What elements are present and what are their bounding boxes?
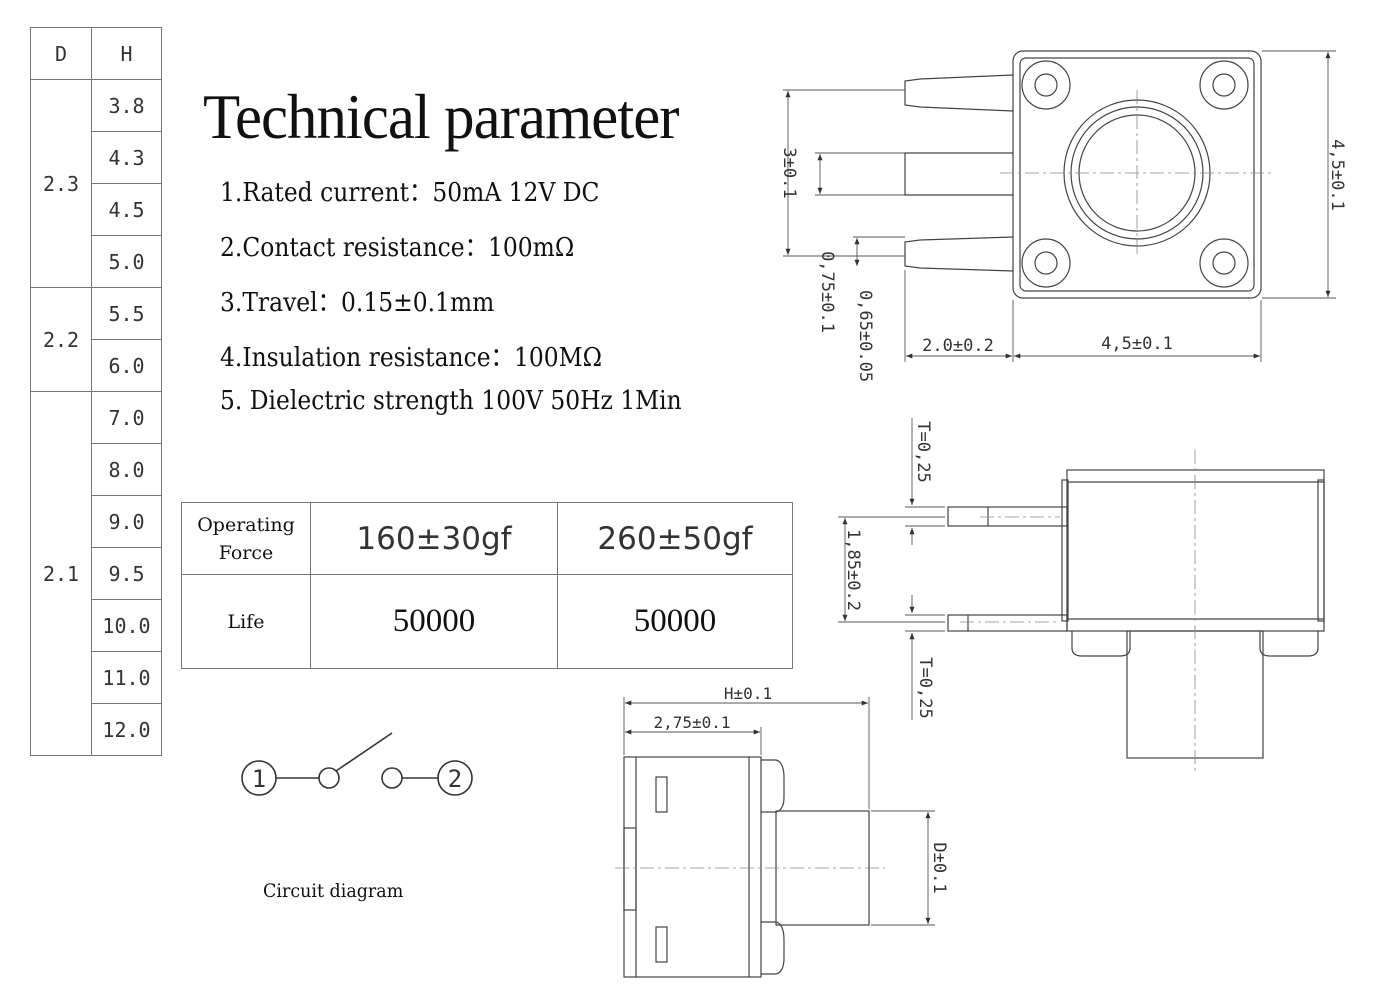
h-value: 11.0 — [91, 651, 162, 704]
terminal-2-circle — [437, 760, 473, 796]
h-value: 4.5 — [91, 183, 162, 236]
h-value: 12.0 — [91, 703, 162, 756]
h-value: 7.0 — [91, 391, 162, 444]
pin-bottom — [904, 236, 1014, 272]
h-value: 8.0 — [91, 443, 162, 496]
terminal-2-label: 2 — [448, 765, 462, 793]
side-pin-bottom — [947, 614, 1068, 632]
pin-top — [904, 74, 1014, 112]
top-body-outline — [1012, 50, 1262, 299]
dim-pin-width-a: 0,75±0.1 — [817, 251, 837, 333]
switch-lever — [335, 732, 393, 772]
h-value: 5.5 — [91, 287, 162, 340]
h-value: 4.3 — [91, 131, 162, 184]
top-view-drawing — [904, 50, 1262, 299]
h-value: 5.0 — [91, 235, 162, 288]
side-view-drawing — [947, 469, 1325, 759]
life-row: Life 50000 50000 — [181, 574, 793, 669]
contact-left — [318, 767, 340, 789]
life-value-1: 50000 — [310, 574, 558, 669]
force-label-cell: Operating Force — [181, 502, 311, 575]
force-value-1: 160±30gf — [310, 502, 558, 575]
mount-hole-br — [1199, 238, 1249, 288]
param-rated-current: 1.Rated current：50mA 12V DC — [220, 178, 600, 208]
header-d: D — [30, 27, 92, 80]
param-insulation-resistance: 4.Insulation resistance：100MΩ — [220, 343, 602, 373]
param-dielectric-strength: 5. Dielectric strength 100V 50Hz 1Min — [220, 386, 682, 416]
table-row: 8.0 — [31, 443, 162, 496]
h-value: 9.5 — [91, 547, 162, 600]
mount-hole-tl — [1021, 60, 1071, 110]
dim-top-width: 4,5±0.1 — [1101, 334, 1173, 354]
force-label-line1: Operating — [197, 513, 295, 536]
table-row: 4.3 — [31, 131, 162, 184]
force-row: Operating Force 160±30gf 260±50gf — [181, 502, 793, 575]
table-row: 11.0 — [31, 651, 162, 704]
life-value-2: 50000 — [557, 574, 793, 669]
front-view-drawing — [623, 756, 870, 978]
front-body-outline — [623, 756, 762, 978]
dim-pin-extension: 2.0±0.2 — [922, 336, 994, 356]
mount-hole-bl — [1021, 238, 1071, 288]
dim-side-pin-gap: 1,85±0.2 — [843, 529, 863, 611]
circuit-caption: Circuit diagram — [263, 880, 404, 902]
dim-pin-width-b: 0,65±0.05 — [855, 290, 875, 382]
h-value: 9.0 — [91, 495, 162, 548]
dim-front-d: D±0.1 — [929, 842, 949, 893]
table-row: 12.0 — [31, 703, 162, 756]
page-title: Technical parameter — [203, 81, 680, 152]
circuit-diagram — [241, 732, 473, 796]
dim-front-body: 2,75±0.1 — [653, 713, 730, 732]
param-contact-resistance: 2.Contact resistance：100mΩ — [220, 233, 575, 263]
force-life-table: Operating Force 160±30gf 260±50gf Life 5… — [181, 502, 793, 669]
dim-side-t-top: T=0,25 — [913, 421, 933, 482]
mount-hole-tr — [1199, 60, 1249, 110]
life-label: Life — [181, 574, 311, 669]
table-row: 9.5 — [31, 547, 162, 600]
table-row: 4.5 — [31, 183, 162, 236]
force-label-line2: Force — [218, 541, 274, 564]
table-row: 5.0 — [31, 235, 162, 288]
side-body-outline — [1066, 469, 1325, 632]
dim-front-h: H±0.1 — [724, 684, 772, 703]
dim-top-height: 4,5±0.1 — [1327, 139, 1347, 211]
table-row: 9.0 — [31, 495, 162, 548]
side-pin-top — [947, 506, 1068, 527]
terminal-1-label: 1 — [252, 765, 266, 793]
dim-side-t-bottom: T=0,25 — [915, 657, 935, 718]
contact-right — [381, 767, 403, 789]
header-h: H — [91, 27, 162, 80]
param-travel: 3.Travel：0.15±0.1mm — [220, 288, 495, 318]
dim-pin-spacing: 3±0.1 — [779, 147, 799, 198]
